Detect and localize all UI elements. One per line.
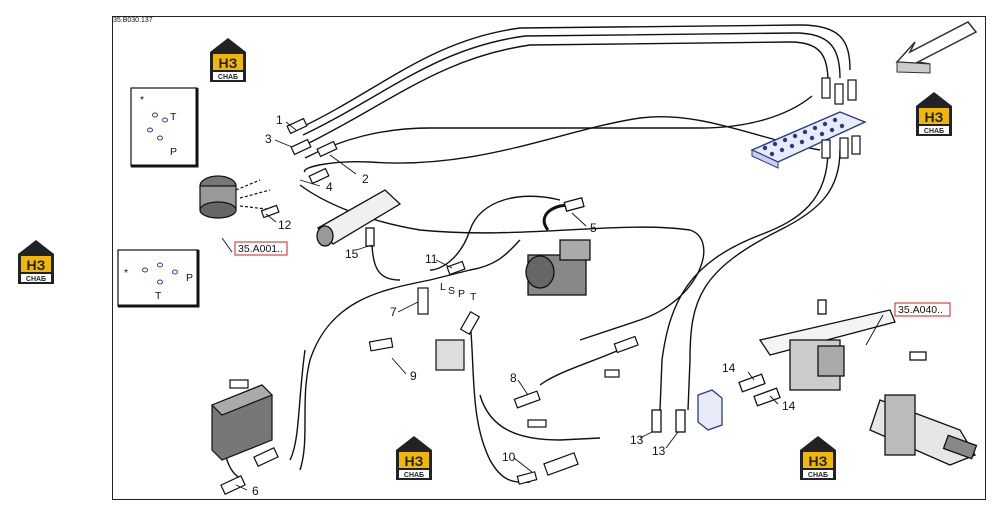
logo-icon: НЗ СНАБ	[396, 436, 432, 480]
logo-letters: НЗ	[925, 109, 944, 125]
callout-12: 12	[278, 218, 292, 232]
callout-13: 13	[630, 433, 644, 447]
valve-port-label: P	[458, 288, 465, 300]
callout-2: 2	[362, 172, 369, 186]
logo-word: СНАБ	[808, 472, 828, 479]
callout-15: 15	[345, 247, 359, 261]
callout-1: 1	[276, 113, 283, 127]
reference-link-a040[interactable]: 35.A040..	[894, 302, 951, 317]
callout-3: 3	[265, 132, 272, 146]
steering-axle	[758, 299, 978, 466]
valve-port-label: L	[440, 281, 446, 293]
inset-diagram-bottom: * P T	[117, 249, 200, 308]
inset-bottom-label: P	[186, 272, 193, 284]
document-code: 35.B030.137	[113, 17, 153, 24]
hose-fittings	[260, 117, 338, 219]
logo-icon: НЗ СНАБ	[18, 240, 54, 284]
callout-6: 6	[252, 484, 259, 498]
control-valve-block	[210, 379, 279, 495]
inset-top-label: T	[170, 111, 177, 123]
logo-icon: НЗ СНАБ	[210, 38, 246, 82]
callout-4: 4	[326, 180, 333, 194]
reference-label: 35.A001..	[238, 243, 283, 255]
logo-letters: НЗ	[27, 257, 46, 273]
callout-8: 8	[510, 371, 517, 385]
callout-numbers: 1 2 3 4 5 6 7 8 9 10 11 12 13 13 14 14 1…	[252, 113, 796, 498]
valve-port-label: S	[448, 285, 455, 297]
mounting-bracket	[651, 373, 781, 433]
callout-13: 13	[652, 444, 666, 458]
logo-word: СНАБ	[924, 128, 944, 135]
callout-14: 14	[722, 361, 736, 375]
logo-word: СНАБ	[26, 276, 46, 283]
manifold-block	[750, 77, 867, 169]
logo-letters: НЗ	[219, 55, 238, 71]
logo-icon: НЗ СНАБ	[916, 92, 952, 136]
callout-5: 5	[590, 221, 597, 235]
steering-unit	[199, 175, 276, 219]
reference-label: 35.A040..	[898, 304, 943, 316]
hydraulic-pump	[525, 197, 591, 296]
callout-7: 7	[390, 305, 397, 319]
leader-lines	[221, 121, 884, 491]
callout-11: 11	[425, 252, 438, 266]
logo-icon: НЗ СНАБ	[800, 436, 836, 480]
inset-bottom-label: T	[155, 290, 162, 302]
logo-letters: НЗ	[809, 453, 828, 469]
callout-10: 10	[502, 450, 516, 464]
hose-lines-lower	[513, 335, 639, 485]
callout-9: 9	[410, 369, 417, 383]
valve-port-label: T	[470, 291, 477, 303]
inset-top-label: P	[170, 146, 177, 158]
logo-word: СНАБ	[218, 74, 238, 81]
reference-link-a001[interactable]: 35.A001..	[234, 241, 288, 256]
hose-bundle	[222, 24, 851, 484]
inset-diagram-top: * T P	[130, 87, 199, 168]
inset-top-label: *	[140, 94, 144, 106]
direction-arrow-icon	[895, 21, 978, 74]
inset-bottom-label: *	[124, 267, 128, 279]
callout-14: 14	[782, 399, 796, 413]
small-cylinder	[316, 189, 402, 247]
logo-word: СНАБ	[404, 472, 424, 479]
central-valve	[368, 260, 481, 371]
logo-letters: НЗ	[405, 453, 424, 469]
